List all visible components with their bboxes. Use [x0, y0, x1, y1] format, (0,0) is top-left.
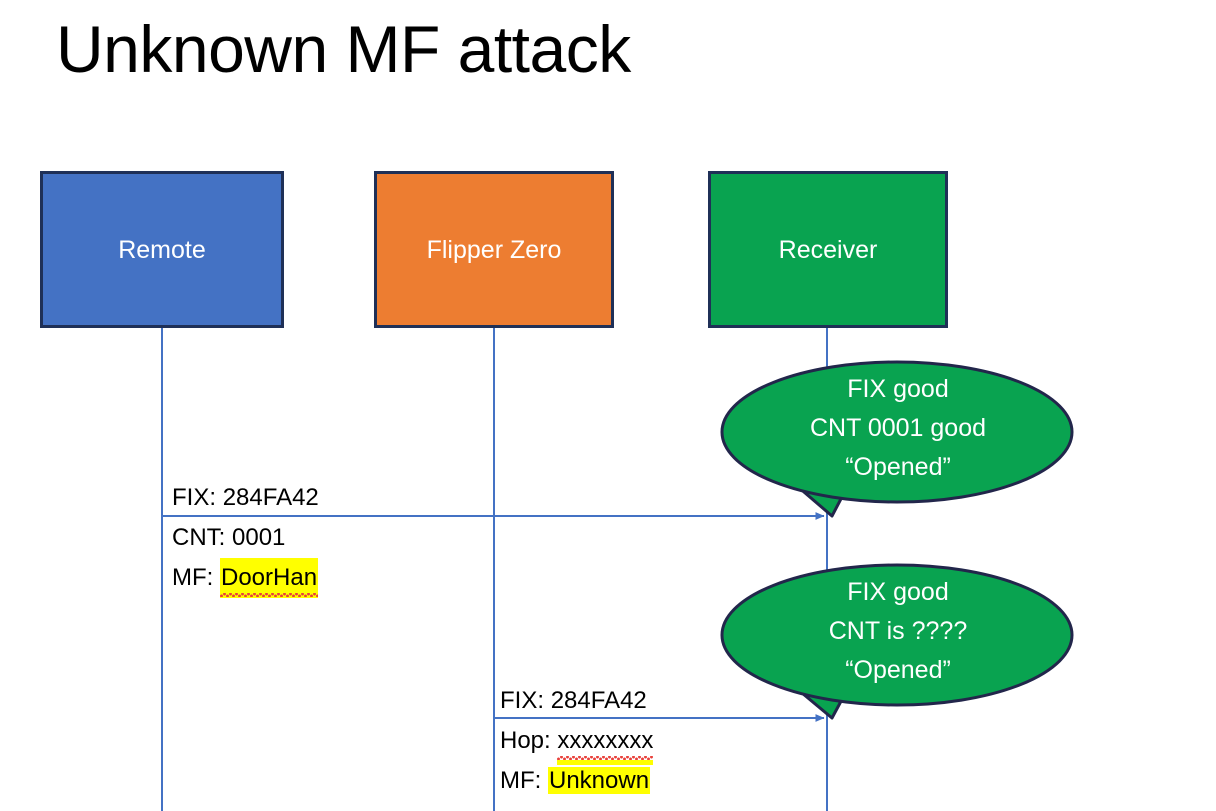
message-line-cnt-value: 0001: [232, 524, 286, 551]
speech-bubble-1-line-3: “Opened”: [845, 453, 951, 481]
speech-bubble-1-text: FIX good CNT 0001 good “Opened”: [722, 370, 1074, 487]
speech-bubble-1-body: [720, 360, 1074, 504]
message-line-cnt: CNT: 0001: [172, 518, 319, 558]
message-label-flipper: FIX: 284FA42 Hop: xxxxxxxx MF: Unknown: [500, 681, 654, 801]
speech-bubble-2-line-1: FIX good: [847, 578, 949, 606]
message-line-fix2-label: FIX:: [500, 687, 545, 714]
message-line-mf: MF: DoorHan: [172, 558, 319, 598]
message-label-remote: FIX: 284FA42 CNT: 0001 MF: DoorHan: [172, 478, 319, 598]
message-line-mf2: MF: Unknown: [500, 761, 653, 801]
message-line-cnt-label: CNT:: [172, 524, 226, 551]
speech-bubble-2-body: [720, 563, 1074, 707]
speech-bubble-2-line-2: CNT is ????: [828, 617, 968, 645]
speech-bubble-1: [720, 360, 1074, 518]
actor-box-receiver[interactable]: Receiver: [708, 171, 948, 328]
message-line-hop-highlight-strip: [557, 760, 654, 765]
message-line-mf2-value-highlighted: Unknown: [548, 767, 651, 794]
message-line-hop-value: xxxxxxxx: [557, 721, 654, 765]
actor-label-receiver: Receiver: [778, 235, 878, 264]
message-line-mf-value-highlighted: DoorHan: [220, 558, 319, 598]
message-line-fix2: FIX: 284FA42: [500, 681, 653, 721]
speech-bubble-1-line-2: CNT 0001 good: [809, 414, 987, 442]
message-line-hop: Hop: xxxxxxxx: [500, 721, 654, 765]
message-line-fix2-value: 284FA42: [550, 687, 647, 714]
message-line-hop-label: Hop:: [500, 727, 551, 754]
speech-bubble-2-text: FIX good CNT is ???? “Opened”: [722, 573, 1074, 690]
actor-box-remote[interactable]: Remote: [40, 171, 284, 328]
actor-label-flipper: Flipper Zero: [426, 235, 562, 264]
message-line-fix: FIX: 284FA42: [172, 478, 319, 518]
actor-box-flipper[interactable]: Flipper Zero: [374, 171, 614, 328]
message-line-mf-label: MF:: [172, 564, 214, 591]
actor-label-remote: Remote: [118, 235, 206, 264]
speech-bubble-2-line-3: “Opened”: [845, 656, 951, 684]
speech-bubble-2: [720, 563, 1074, 720]
message-line-hop-value-text: xxxxxxxx: [557, 727, 654, 754]
message-line-fix-value: 284FA42: [222, 484, 319, 511]
message-line-fix-label: FIX:: [172, 484, 217, 511]
page-title: Unknown MF attack: [56, 12, 631, 86]
message-line-mf2-label: MF:: [500, 767, 542, 794]
speech-bubble-1-line-1: FIX good: [847, 375, 949, 403]
